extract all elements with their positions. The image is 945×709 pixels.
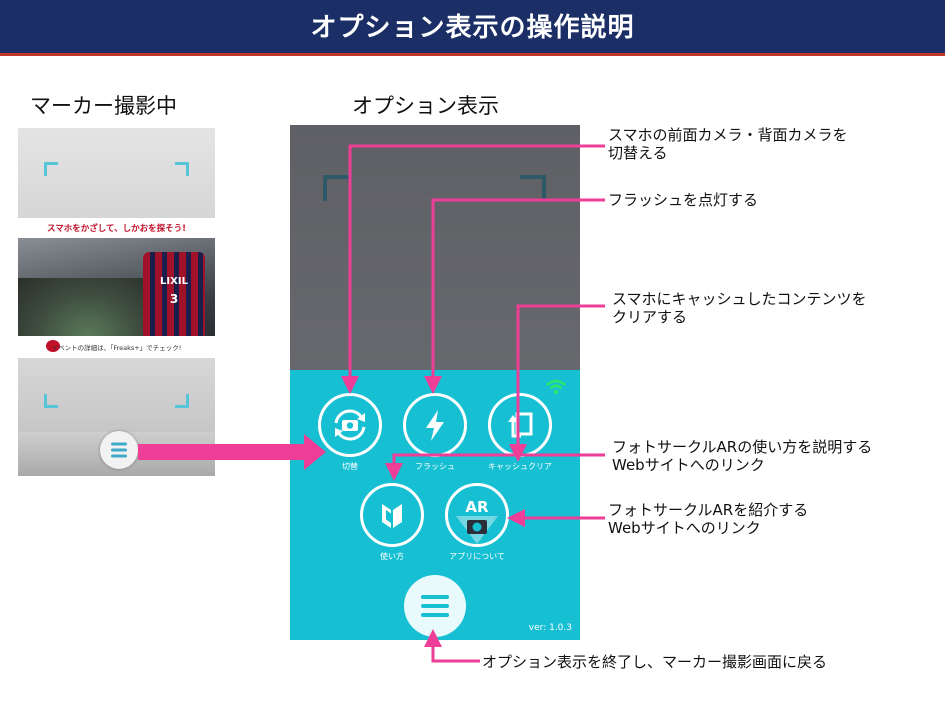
scan-frame-corner [44, 162, 58, 176]
marker-poster: スマホをかざして、しかおを探そう! LIXIL 3 イベントの詳細は、「Frea… [18, 218, 215, 358]
scan-frame-corner [520, 175, 546, 201]
poster-headline: スマホをかざして、しかおを探そう! [47, 224, 186, 234]
scan-frame-corner [323, 175, 349, 201]
about-app-label: アプリについて [449, 552, 505, 561]
menu-icon [111, 442, 127, 458]
cache-clear-note: スマホにキャッシュしたコンテンツを クリアする [612, 290, 867, 326]
camera-switch-icon [334, 409, 366, 441]
usage-note: フォトサークルARの使い方を説明する Webサイトへのリンク [612, 438, 873, 474]
stadium-image [18, 278, 158, 336]
menu-icon [421, 595, 449, 617]
camera-arrow [341, 144, 605, 394]
option-section-label: オプション表示 [352, 94, 499, 118]
camera-view-top [18, 128, 215, 218]
scan-frame-corner [175, 394, 189, 408]
cache-arrow [509, 304, 605, 462]
ar-badge: AR [465, 498, 489, 516]
camera-switch-label: 切替 [342, 462, 358, 471]
transition-arrow-shaft [138, 444, 306, 460]
cache-clear-label: キャッシュクリア [488, 462, 552, 471]
close-note: オプション表示を終了し、マーカー撮影画面に戻る [482, 653, 828, 671]
jersey-number: 3 [169, 292, 179, 306]
ar-camera-icon: AR [456, 498, 498, 544]
scan-frame-corner [175, 162, 189, 176]
camera-switch-note: スマホの前面カメラ・背面カメラを 切替える [608, 126, 848, 162]
club-logo-icon [46, 340, 60, 352]
flash-arrow [424, 198, 605, 394]
jersey-sponsor: LIXIL [160, 276, 188, 287]
transition-arrow-head [304, 434, 326, 470]
about-app-button[interactable]: AR [445, 483, 509, 547]
flash-label: フラッシュ [415, 462, 455, 471]
close-menu-button[interactable] [404, 575, 466, 637]
page-title: オプション表示の操作説明 [310, 13, 635, 43]
poster-footer: イベントの詳細は、「Freaks+」でチェック! [51, 344, 182, 352]
flash-note: フラッシュを点灯する [608, 191, 759, 209]
poster-photo: LIXIL 3 [18, 238, 215, 336]
usage-arrow [385, 453, 605, 481]
scan-frame-corner [44, 394, 58, 408]
version-text: ver: 1.0.3 [528, 623, 572, 633]
marker-section-label: マーカー撮影中 [30, 94, 177, 118]
wifi-icon [546, 379, 566, 395]
camera-switch-button[interactable] [318, 393, 382, 457]
beginner-mark-icon [382, 504, 402, 528]
about-note: フォトサークルARを紹介する Webサイトへのリンク [608, 501, 809, 537]
menu-button[interactable] [100, 431, 138, 469]
usage-button[interactable] [360, 483, 424, 547]
camera-view [290, 125, 580, 370]
flash-button[interactable] [403, 393, 467, 457]
header-bar: オプション表示の操作説明 [0, 0, 945, 56]
jersey-image: LIXIL 3 [143, 252, 205, 336]
close-arrow [424, 629, 480, 663]
flash-icon [426, 410, 444, 441]
usage-label: 使い方 [380, 552, 404, 561]
marker-screen: スマホをかざして、しかおを探そう! LIXIL 3 イベントの詳細は、「Frea… [18, 128, 215, 476]
